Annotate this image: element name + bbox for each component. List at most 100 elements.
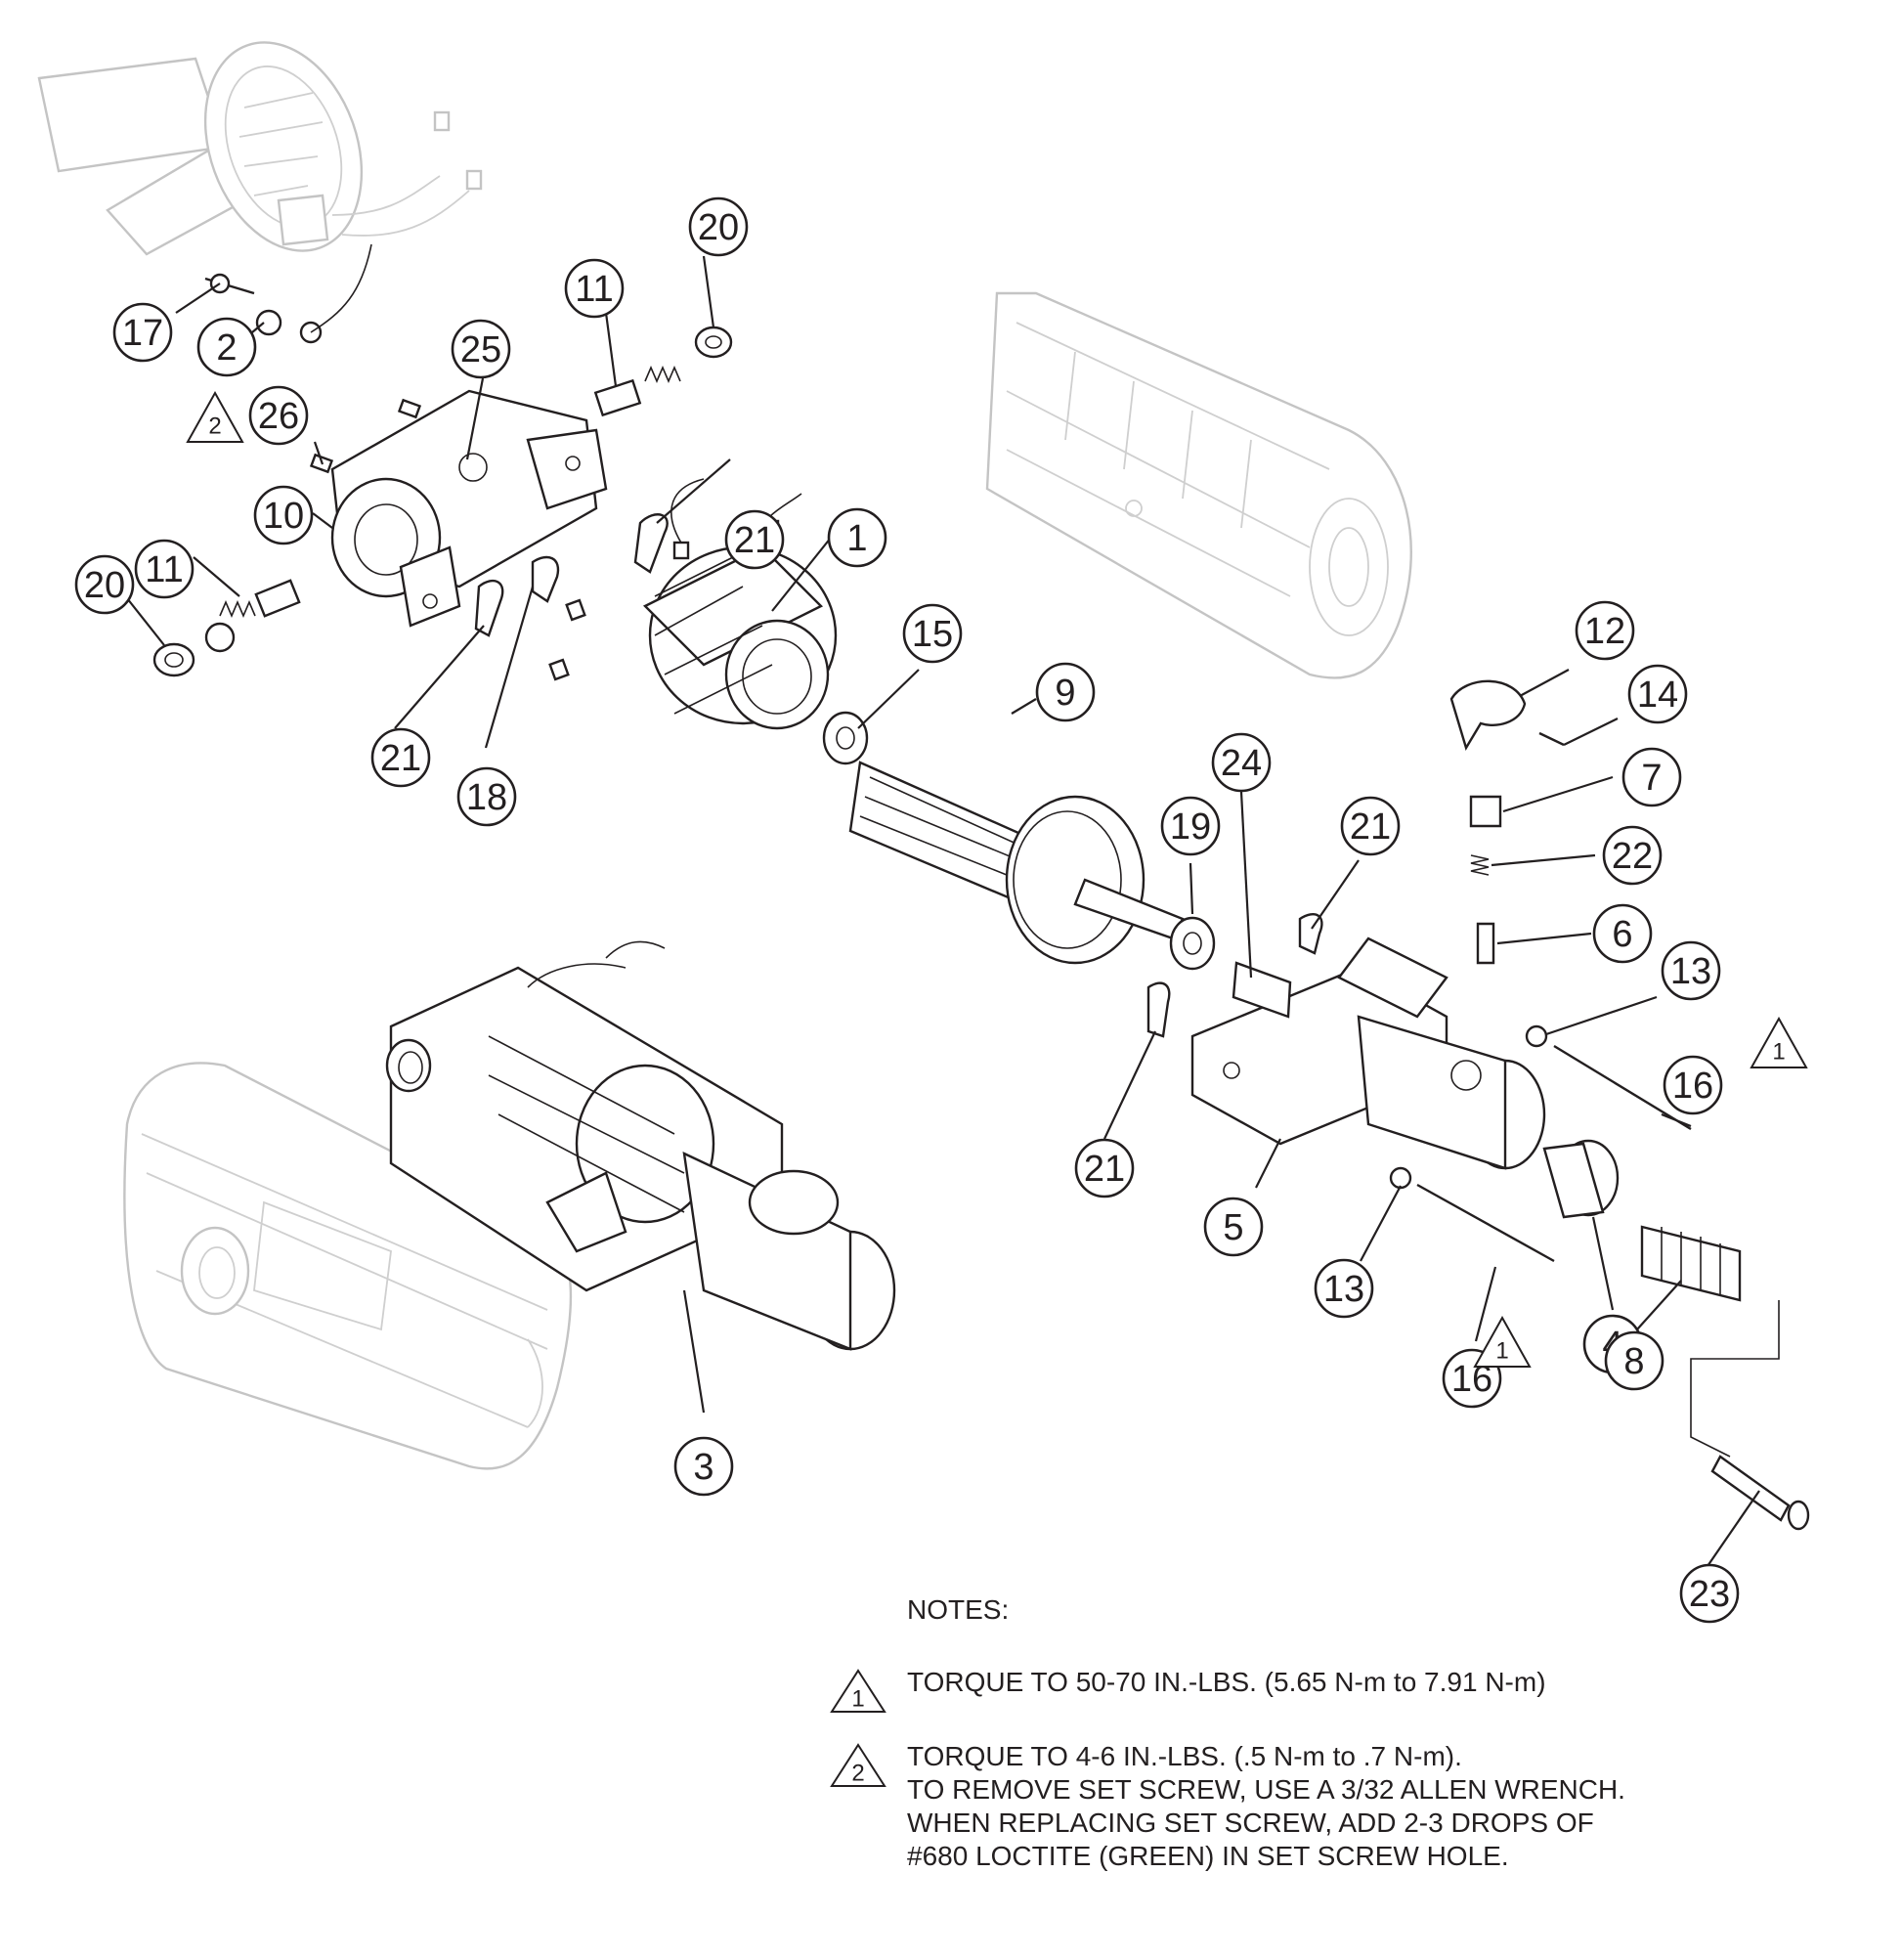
- callout-15: 15: [902, 603, 963, 664]
- callout-9: 9: [1035, 662, 1096, 722]
- callout-number: 17: [122, 313, 163, 354]
- callout-number: 1: [846, 518, 867, 559]
- callout-number: 21: [734, 520, 775, 561]
- callout-circle: [1627, 664, 1688, 724]
- callout-number: 19: [1170, 806, 1211, 848]
- callout-22: 22: [1602, 825, 1663, 886]
- callout-number: 11: [145, 549, 183, 590]
- field-assembly: [548, 478, 838, 730]
- callout-circle: [688, 196, 749, 257]
- callout-number: 10: [263, 496, 304, 537]
- callout-circle: [456, 766, 517, 827]
- callout-11: 11: [564, 258, 625, 319]
- callout-circle: [1160, 796, 1221, 856]
- callout-circle: [1679, 1563, 1740, 1624]
- ghost-handle-assembly: [37, 41, 483, 256]
- callout-number: 14: [1637, 675, 1678, 716]
- note-1: 1 TORQUE TO 50-70 IN.-LBS. (5.65 N-m to …: [829, 1666, 1806, 1713]
- callout-number: 20: [698, 207, 739, 248]
- callout-20: 20: [74, 554, 135, 615]
- callout-circle: [196, 317, 257, 377]
- callout-circle: [1661, 940, 1721, 1001]
- callout-number: 26: [258, 396, 299, 437]
- callout-circle: [134, 539, 195, 599]
- flag-number: 2: [208, 414, 221, 440]
- part-callouts: 1234567891011111213131415161617181920202…: [74, 196, 1740, 1624]
- flag-number: 1: [1495, 1338, 1508, 1365]
- note-2-flag-icon: 2: [830, 1743, 886, 1787]
- note-2: 2 TORQUE TO 4-6 IN.-LBS. (.5 N-m to .7 N…: [829, 1740, 1806, 1873]
- callout-number: 13: [1323, 1269, 1364, 1310]
- callout-16: 16: [1663, 1055, 1723, 1115]
- callout-number: 22: [1612, 836, 1653, 877]
- callout-number: 8: [1623, 1341, 1644, 1382]
- callout-circle: [1575, 600, 1635, 661]
- callout-number: 21: [380, 738, 421, 779]
- callout-number: 6: [1612, 914, 1632, 955]
- callout-number: 3: [693, 1447, 713, 1488]
- callout-number: 25: [460, 329, 501, 370]
- note-2-line-1: TORQUE TO 4-6 IN.-LBS. (.5 N-m to .7 N-m…: [907, 1741, 1462, 1771]
- callout-number: 16: [1672, 1066, 1713, 1107]
- callout-circle: [827, 507, 887, 568]
- callout-circle: [1035, 662, 1096, 722]
- flag-number: 1: [1772, 1039, 1785, 1066]
- callout-23: 23: [1679, 1563, 1740, 1624]
- gear-case-assembly: [1190, 936, 1546, 1170]
- callout-circle: [1663, 1055, 1723, 1115]
- leader-lines: [126, 255, 1760, 1570]
- callout-number: 18: [466, 777, 507, 818]
- note-flag-2-icon: 2: [186, 390, 244, 443]
- callout-13: 13: [1314, 1258, 1374, 1319]
- notes-block: NOTES: 1 TORQUE TO 50-70 IN.-LBS. (5.65 …: [829, 1593, 1806, 1914]
- note-flags: 211: [186, 390, 1808, 1368]
- callout-circle: [724, 509, 785, 570]
- callout-circle: [1621, 747, 1682, 807]
- ghost-housing-half: [985, 291, 1412, 679]
- callout-circle: [673, 1436, 734, 1497]
- note-2-line-4: #680 LOCTITE (GREEN) IN SET SCREW HOLE.: [907, 1841, 1509, 1871]
- callout-number: 12: [1584, 611, 1625, 652]
- callout-circle: [370, 727, 431, 788]
- callout-14: 14: [1627, 664, 1688, 724]
- callout-20: 20: [688, 196, 749, 257]
- callout-circle: [1314, 1258, 1374, 1319]
- callout-1: 1: [827, 507, 887, 568]
- callout-25: 25: [451, 319, 511, 379]
- armature-assembly: [848, 761, 1185, 965]
- callout-17: 17: [112, 302, 173, 363]
- callout-circle: [74, 554, 135, 615]
- motor-assembly: [385, 940, 896, 1351]
- note-2-line-2: TO REMOVE SET SCREW, USE A 3/32 ALLEN WR…: [907, 1774, 1625, 1805]
- callout-circle: [564, 258, 625, 319]
- callout-number: 21: [1084, 1149, 1125, 1190]
- flag-triangle: [186, 390, 244, 443]
- callout-number: 13: [1670, 951, 1711, 992]
- brush-holder-assembly: [330, 389, 608, 628]
- callout-number: 21: [1350, 806, 1391, 848]
- callout-circle: [1592, 903, 1653, 964]
- flag-triangle: [1473, 1315, 1532, 1368]
- callout-circle: [451, 319, 511, 379]
- callout-circle: [1604, 1330, 1664, 1391]
- note-1-line-1: TORQUE TO 50-70 IN.-LBS. (5.65 N-m to 7.…: [907, 1667, 1546, 1697]
- callout-number: 15: [912, 614, 953, 655]
- callout-circle: [1602, 825, 1663, 886]
- note-2-line-3: WHEN REPLACING SET SCREW, ADD 2-3 DROPS …: [907, 1808, 1594, 1838]
- callout-number: 11: [575, 269, 613, 310]
- note-flag-1-icon: 1: [1473, 1315, 1532, 1368]
- callout-21: 21: [724, 509, 785, 570]
- callout-11: 11: [134, 539, 195, 599]
- callout-18: 18: [456, 766, 517, 827]
- callout-circle: [1340, 796, 1401, 856]
- callout-number: 7: [1641, 758, 1662, 799]
- callout-3: 3: [673, 1436, 734, 1497]
- note-2-flag-number: 2: [851, 1761, 864, 1787]
- callout-12: 12: [1575, 600, 1635, 661]
- callout-number: 20: [84, 565, 125, 606]
- callout-8: 8: [1604, 1330, 1664, 1391]
- callout-7: 7: [1621, 747, 1682, 807]
- flag-triangle: [1750, 1016, 1808, 1068]
- notes-heading: NOTES:: [907, 1594, 1010, 1625]
